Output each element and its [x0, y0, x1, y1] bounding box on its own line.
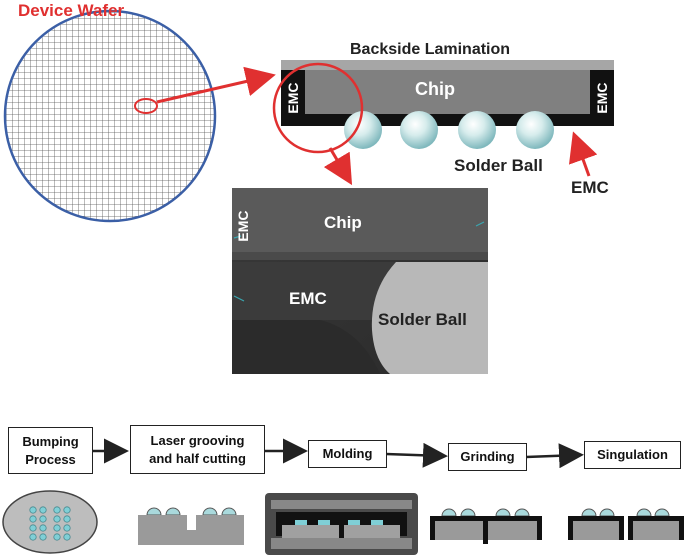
- step-label: Singulation: [597, 447, 668, 462]
- zoom-arrow-1: [156, 66, 276, 104]
- solder-ball-label: Solder Ball: [454, 156, 543, 175]
- step-laser-grooving: Laser grooving and half cutting: [130, 425, 265, 474]
- emc-pointer-arrow: [568, 131, 598, 177]
- micrograph-emc-label: EMC: [289, 289, 327, 308]
- cross-section-micrograph: [232, 188, 488, 374]
- lamination-label: Backside Lamination: [350, 41, 511, 58]
- molding-illustration: [265, 493, 418, 555]
- micrograph-emc-side-label: EMC: [235, 210, 251, 242]
- bumped-wafer-illustration: [2, 490, 98, 554]
- chip-label: Chip: [415, 79, 455, 99]
- grooved-wafer-illustration: [138, 507, 244, 545]
- device-wafer: [3, 9, 217, 223]
- step-molding: Molding: [308, 440, 387, 468]
- arrow-right-icon: [525, 443, 584, 469]
- step-label: Bumping Process: [22, 433, 79, 467]
- step-label: Grinding: [460, 449, 515, 464]
- arrow-right-icon: [385, 442, 448, 468]
- step-label: Molding: [322, 446, 373, 461]
- ground-wafer-illustration: [430, 508, 542, 544]
- step-grinding: Grinding: [448, 443, 527, 471]
- step-singulation: Singulation: [584, 441, 681, 469]
- emc-right-label: EMC: [594, 82, 610, 114]
- micrograph-chip-label: Chip: [324, 213, 362, 232]
- singulated-dies-illustration: [568, 508, 684, 540]
- emc-left-label: EMC: [285, 82, 301, 114]
- emc-pointer-label: EMC: [571, 178, 609, 197]
- wafer-title: Device Wafer: [18, 1, 125, 20]
- package-cross-section: [272, 60, 614, 154]
- step-label: Laser grooving and half cutting: [149, 432, 246, 466]
- step-bumping-process: Bumping Process: [8, 427, 93, 474]
- zoom-arrow-2: [323, 147, 353, 186]
- micrograph-solder-label: Solder Ball: [378, 310, 467, 329]
- process-arrows: [92, 438, 584, 469]
